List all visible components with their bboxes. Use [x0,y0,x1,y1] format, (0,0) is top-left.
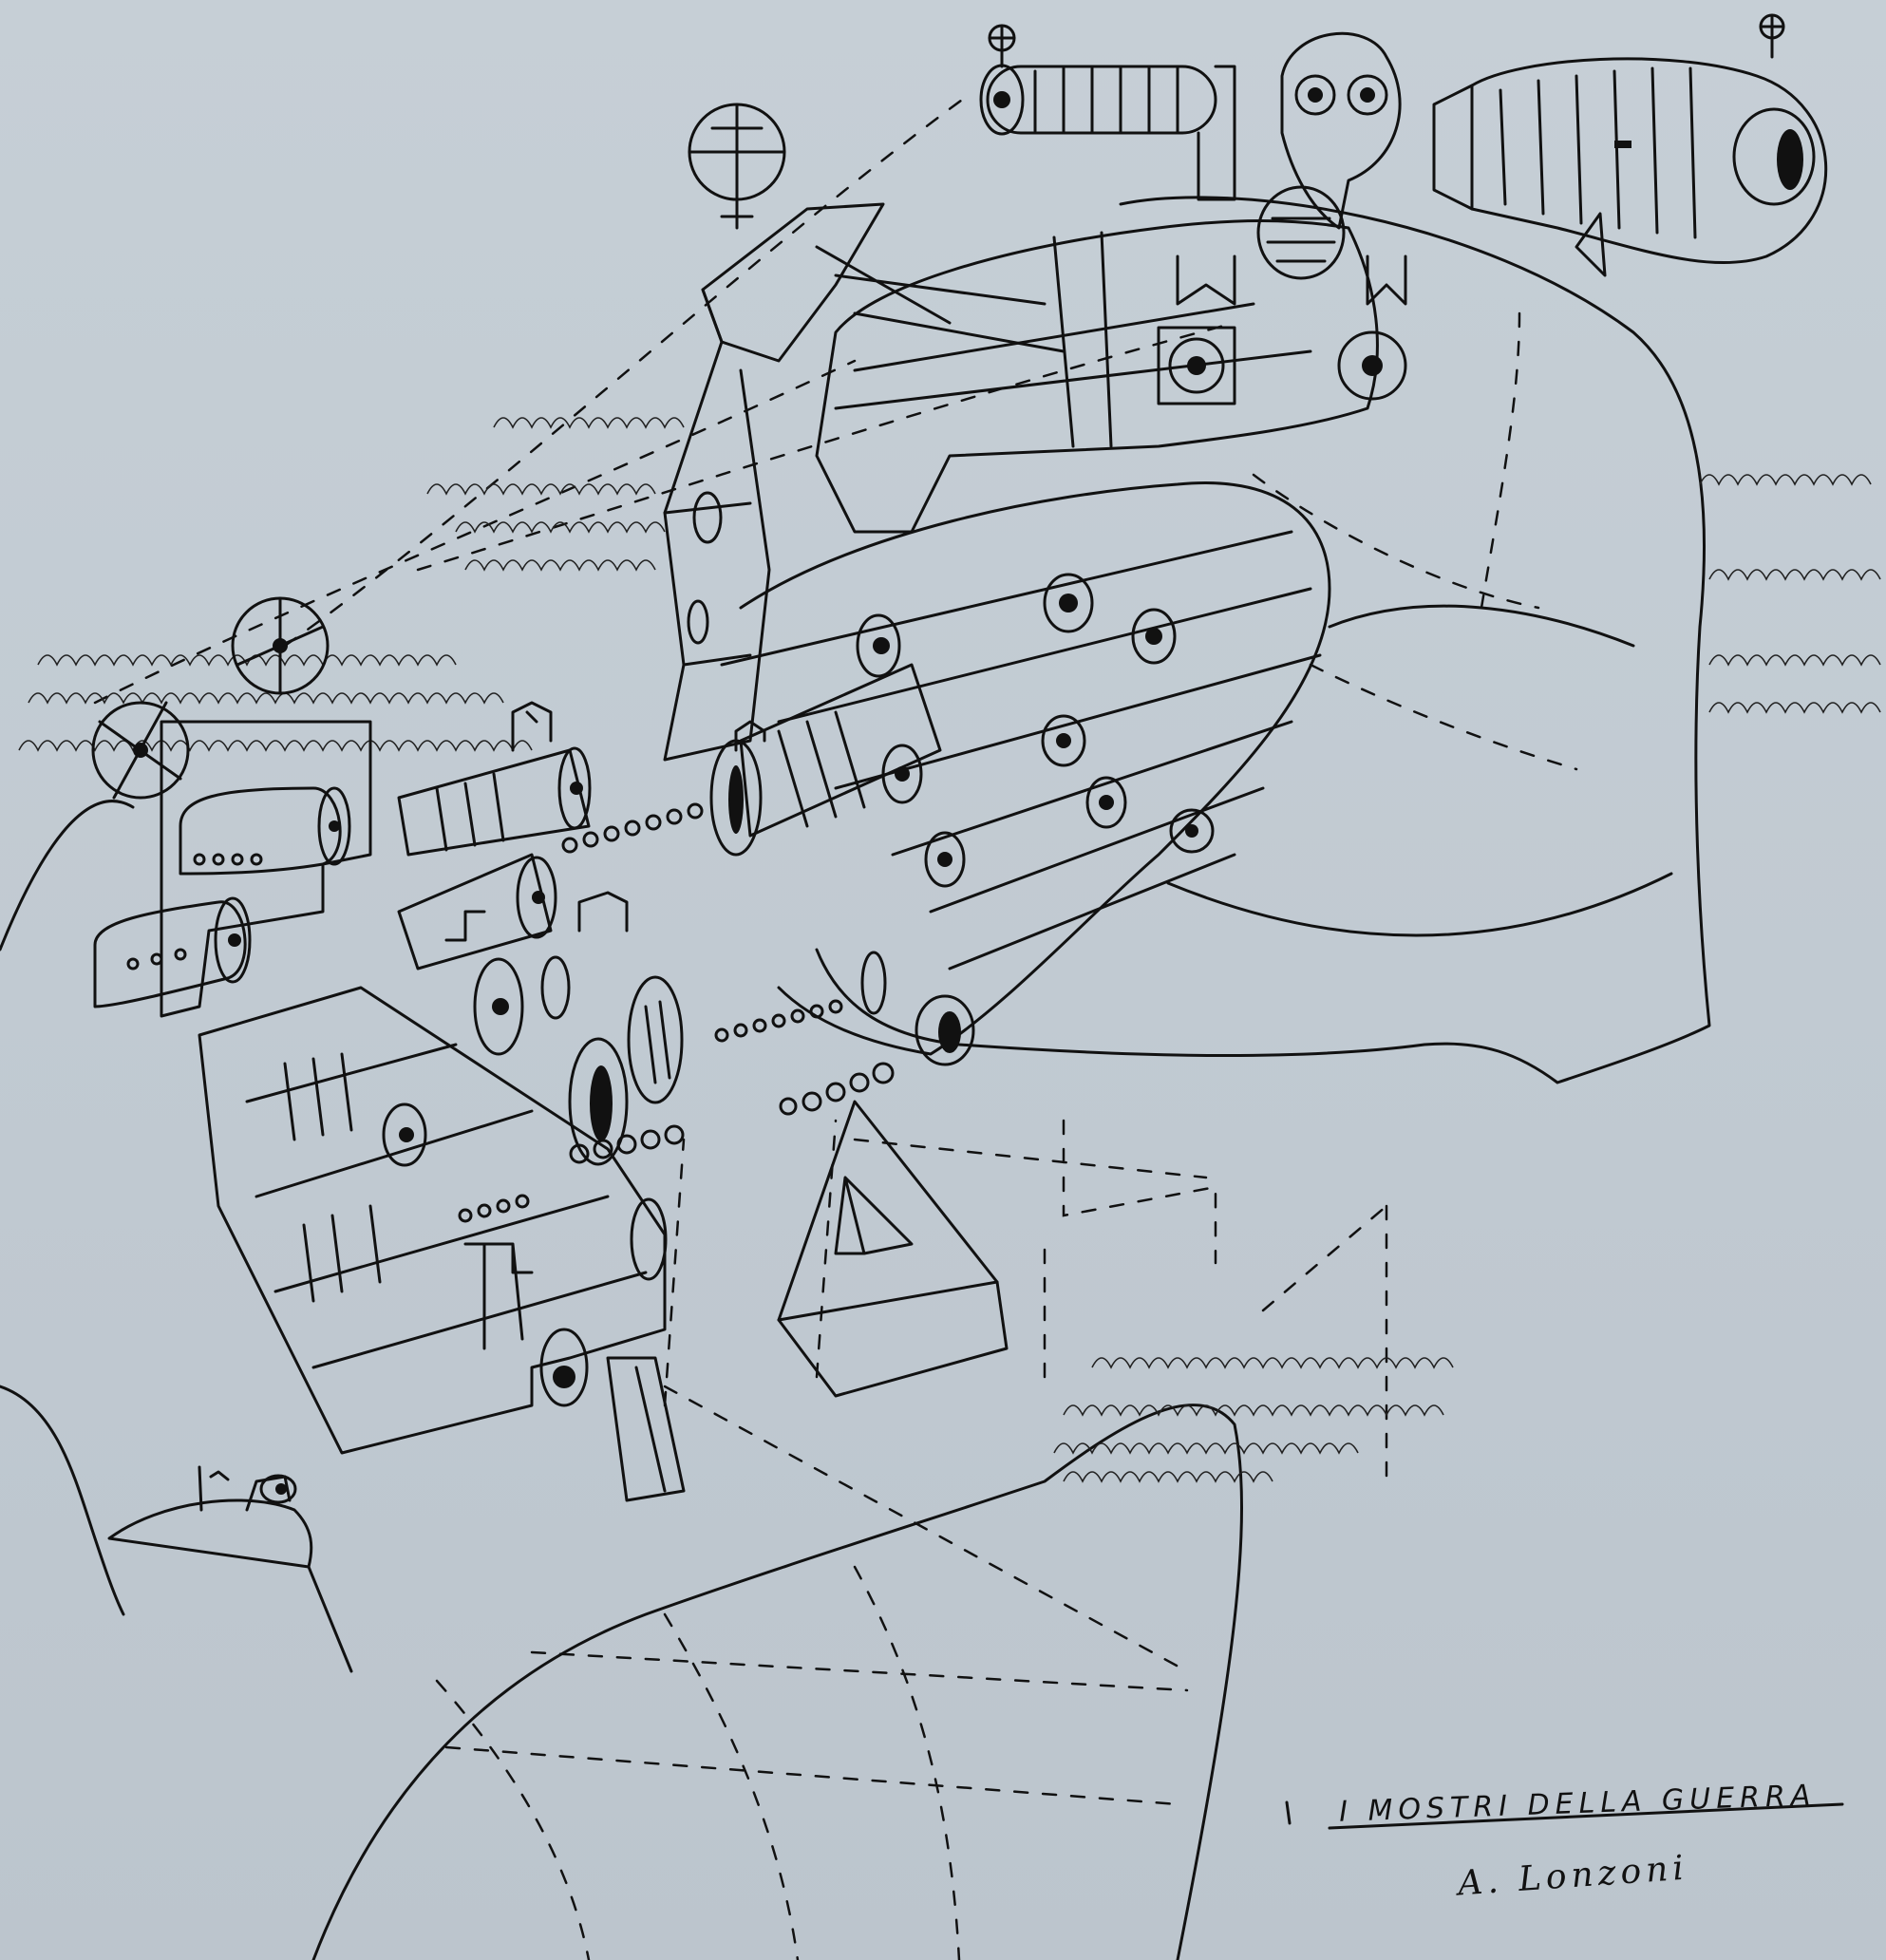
mask-face [1256,31,1402,280]
lower-left-crate [198,986,686,1502]
dotted-circles [458,802,895,1223]
wing-panel [815,219,1407,534]
top-right-cannon [1432,13,1827,277]
top-cannon-left [979,24,1236,201]
left-ground-curve [0,800,135,1616]
bottom-left-mound [107,1465,353,1673]
left-machine-block [91,596,372,1018]
middle-cannons [382,701,684,1281]
oval-machine [720,481,1331,1066]
target-symbol [688,103,786,230]
central-cylinder [709,663,942,857]
prism-tower [663,202,1066,762]
pyramid-triangle [777,1100,1009,1398]
caption-tick [1285,1800,1292,1825]
inner-shell-curve [1166,604,1673,937]
bottom-wedge [311,1404,1243,1960]
outer-shell-curve [815,196,1711,1084]
central-dashes [663,1119,1388,1483]
wedge-dashes [435,1385,1189,1960]
shell-dashes [1252,311,1578,771]
scribble-clouds [18,417,1881,1483]
caption-underline [1328,1802,1844,1830]
top-dashes [93,93,1236,705]
